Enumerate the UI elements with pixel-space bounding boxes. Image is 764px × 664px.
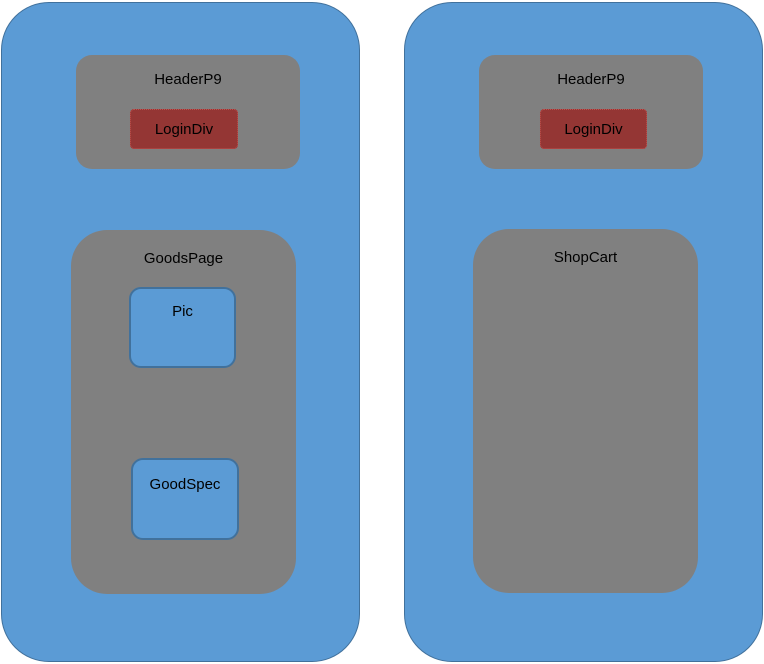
right-header-box: HeaderP9 LoginDiv — [479, 55, 703, 169]
right-page-container: HeaderP9 LoginDiv ShopCart — [404, 2, 763, 662]
right-shop-cart-box: ShopCart — [473, 229, 698, 593]
right-login-div: LoginDiv — [540, 109, 647, 149]
pic-box: Pic — [129, 287, 236, 368]
goodspec-box: GoodSpec — [131, 458, 239, 540]
right-header-label: HeaderP9 — [557, 71, 625, 88]
left-header-label: HeaderP9 — [154, 71, 222, 88]
left-goods-page-label: GoodsPage — [143, 250, 224, 267]
left-page-container: HeaderP9 LoginDiv GoodsPage Pic GoodSpec — [1, 2, 360, 662]
pic-label: Pic — [172, 303, 193, 320]
left-goods-page-box: GoodsPage Pic GoodSpec — [71, 230, 296, 594]
right-shop-cart-label: ShopCart — [553, 249, 618, 266]
left-login-div: LoginDiv — [130, 109, 238, 149]
left-header-box: HeaderP9 LoginDiv — [76, 55, 300, 169]
goodspec-label: GoodSpec — [149, 476, 221, 493]
